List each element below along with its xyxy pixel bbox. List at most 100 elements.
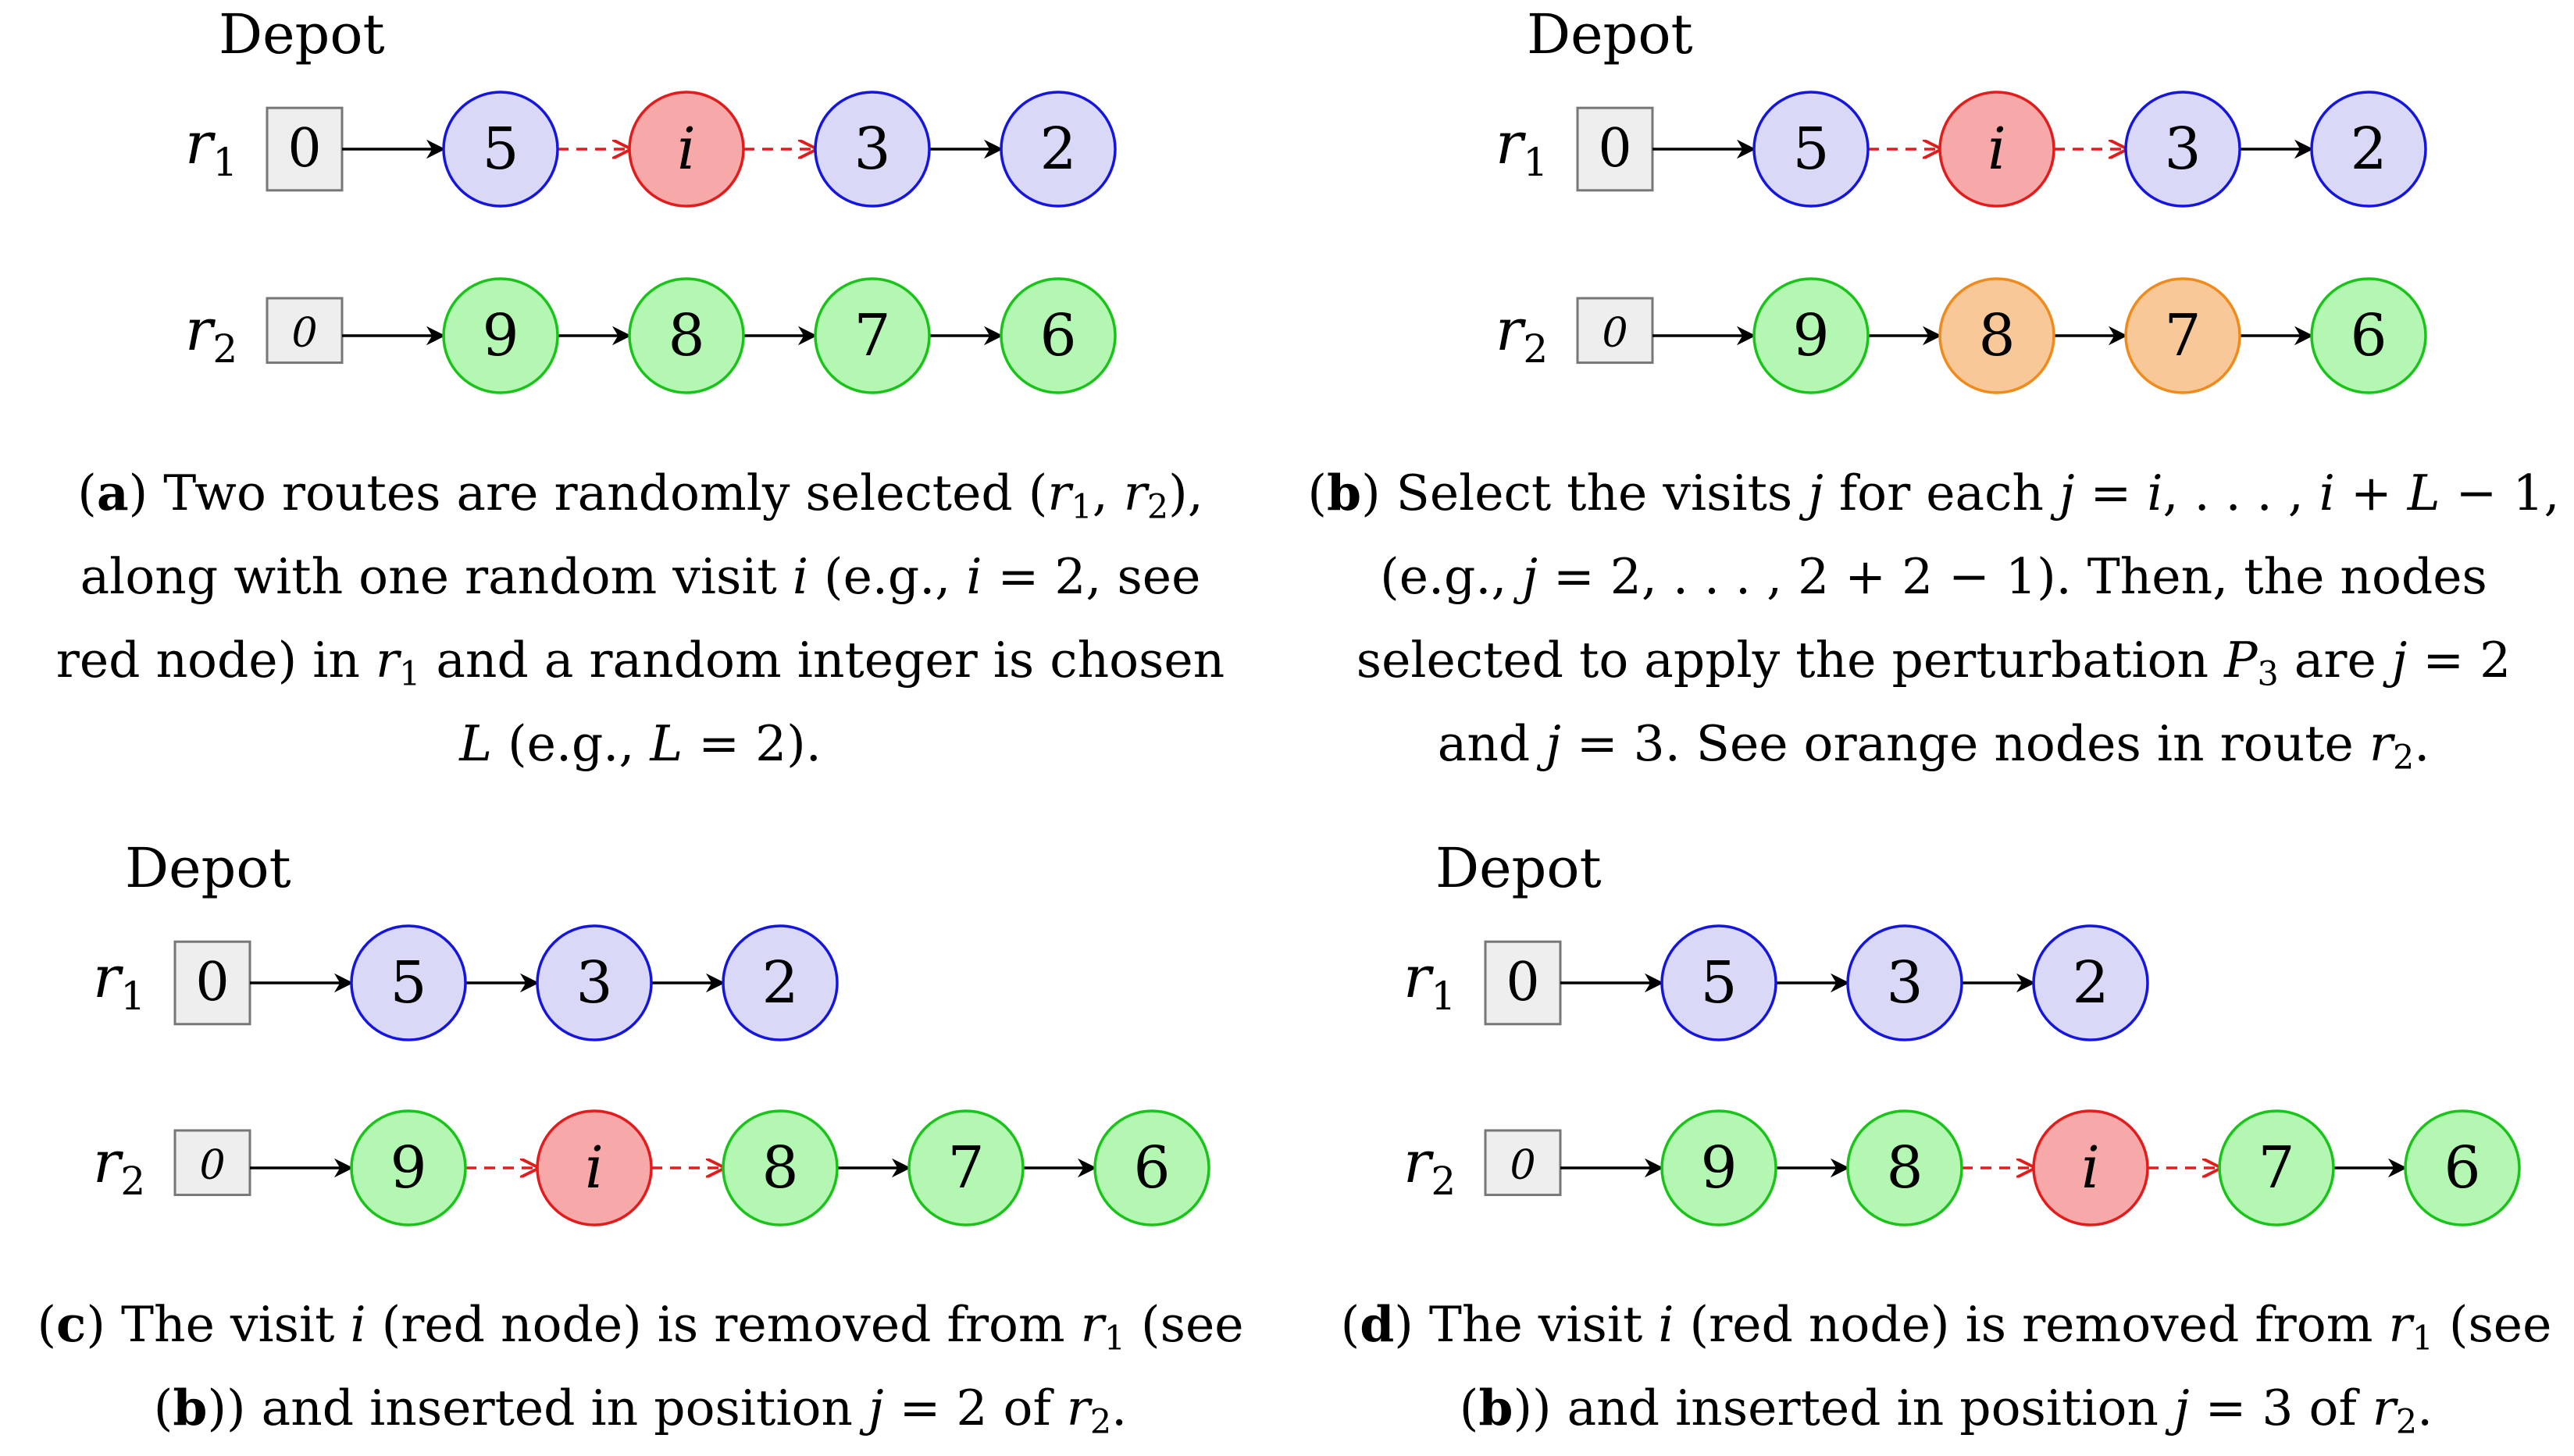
caption-c: (c) The visit i (red node) is removed fr… [0, 1283, 1281, 1450]
caption-b-line-1: (b) Select the visits j for each j = i, … [1307, 464, 2560, 522]
depot-id: 0 [195, 952, 229, 1013]
node-value: 5 [482, 116, 519, 183]
node-value: 5 [390, 949, 426, 1016]
node-value: 8 [761, 1134, 798, 1201]
node-9: 9 [1660, 1109, 1777, 1226]
caption-d: (d) The visit i (red node) is removed fr… [1306, 1283, 2574, 1450]
node-value: 3 [2164, 116, 2201, 183]
depot-id: 0 [1510, 1142, 1535, 1189]
depot-label: Depot [1527, 2, 1693, 66]
node-value: 6 [2444, 1134, 2480, 1201]
node-value: 5 [1792, 116, 1829, 183]
node-value: 2 [1039, 116, 1076, 183]
node-value: 8 [1978, 302, 2015, 369]
caption-b: (b) Select the visits j for each j = i, … [1293, 451, 2574, 785]
node-value: 8 [1886, 1134, 1923, 1201]
node-value: 3 [576, 949, 612, 1016]
route-r2: r2 0 9 i 8 7 6 [93, 1109, 1210, 1226]
route-label: r1 [93, 944, 145, 1019]
node-9: 9 [350, 1109, 467, 1226]
node-value: 2 [2072, 949, 2109, 1016]
node-value: 7 [2164, 302, 2201, 369]
depot-box [173, 1129, 251, 1197]
depot-id: 0 [1598, 118, 1631, 180]
node-3: 3 [536, 924, 653, 1041]
caption-d-line-1: (d) The visit i (red node) is removed fr… [1340, 1295, 2552, 1358]
node-value: 7 [854, 302, 890, 369]
node-value: 9 [390, 1134, 426, 1201]
node-3: 3 [814, 91, 931, 208]
node-value: 6 [1133, 1134, 1170, 1201]
depot-label: Depot [1435, 836, 1602, 900]
node-value: i [585, 1134, 604, 1201]
depot-box [266, 297, 344, 365]
node-9: 9 [1752, 277, 1870, 394]
node-i: i [2032, 1109, 2149, 1226]
caption-b-line-4: and j = 3. See orange nodes in route r2. [1437, 715, 2430, 778]
route-r1: r1 0 5 3 2 [93, 924, 839, 1041]
node-value: 2 [761, 949, 798, 1016]
route-label: r2 [1496, 297, 1548, 372]
route-label: r1 [1403, 944, 1456, 1019]
node-7: 7 [2124, 277, 2241, 394]
route-label: r2 [93, 1129, 145, 1204]
node-value: i [1988, 116, 2006, 183]
node-6: 6 [2310, 277, 2427, 394]
node-5: 5 [1660, 924, 1777, 1041]
caption-b-line-3: selected to apply the perturbation P3 ar… [1356, 632, 2512, 694]
caption-c-line-1: (c) The visit i (red node) is removed fr… [37, 1295, 1244, 1358]
node-7: 7 [2218, 1109, 2335, 1226]
node-value: 3 [854, 116, 890, 183]
depot-label: Depot [125, 836, 291, 900]
caption-c-line-2: (b)) and inserted in position j = 2 of r… [153, 1379, 1128, 1442]
depot-box [1484, 940, 1562, 1026]
depot-box [173, 940, 251, 1026]
node-5: 5 [350, 924, 467, 1041]
caption-a-line-2: along with one random visit i (e.g., i =… [80, 548, 1201, 605]
node-value: i [677, 116, 696, 183]
depot-box [1576, 297, 1654, 365]
node-2: 2 [2032, 924, 2149, 1041]
caption-a-line-4: L (e.g., L = 2). [459, 715, 822, 772]
node-value: 9 [482, 302, 519, 369]
node-5: 5 [1752, 91, 1870, 208]
depot-id: 0 [199, 1142, 225, 1189]
node-value: 3 [1886, 949, 1923, 1016]
node-value: 8 [668, 302, 704, 369]
node-i: i [536, 1109, 653, 1226]
depot-id: 0 [287, 118, 321, 180]
node-i: i [1938, 91, 2055, 208]
caption-a-line-1: (a) Two routes are randomly selected (r1… [77, 464, 1203, 527]
node-8: 8 [1938, 277, 2055, 394]
caption-b-line-2: (e.g., j = 2, . . . , 2 + 2 − 1). Then, … [1380, 548, 2487, 605]
node-7: 7 [907, 1109, 1025, 1226]
route-label: r2 [1403, 1129, 1456, 1204]
node-value: 6 [2350, 302, 2387, 369]
route-label: r1 [1496, 110, 1548, 185]
panel-b: Depot r1 0 5 i 3 2 r2 0 9 8 7 6 [1496, 2, 2427, 394]
route-r1: r1 0 5 i 3 2 [1496, 91, 2427, 208]
node-6: 6 [1000, 277, 1117, 394]
caption-a-line-3: red node) in r1 and a random integer is … [55, 632, 1225, 694]
node-9: 9 [442, 277, 559, 394]
node-value: 7 [2258, 1134, 2294, 1201]
node-2: 2 [2310, 91, 2427, 208]
caption-a: (a) Two routes are randomly selected (r1… [0, 451, 1281, 785]
depot-id: 0 [291, 310, 317, 357]
node-6: 6 [2404, 1109, 2521, 1226]
node-value: 9 [1792, 302, 1829, 369]
node-8: 8 [1846, 1109, 1963, 1226]
node-6: 6 [1093, 1109, 1210, 1226]
node-i: i [628, 91, 745, 208]
node-8: 8 [628, 277, 745, 394]
node-value: 5 [1700, 949, 1737, 1016]
node-value: 2 [2350, 116, 2387, 183]
depot-box [1484, 1129, 1562, 1197]
